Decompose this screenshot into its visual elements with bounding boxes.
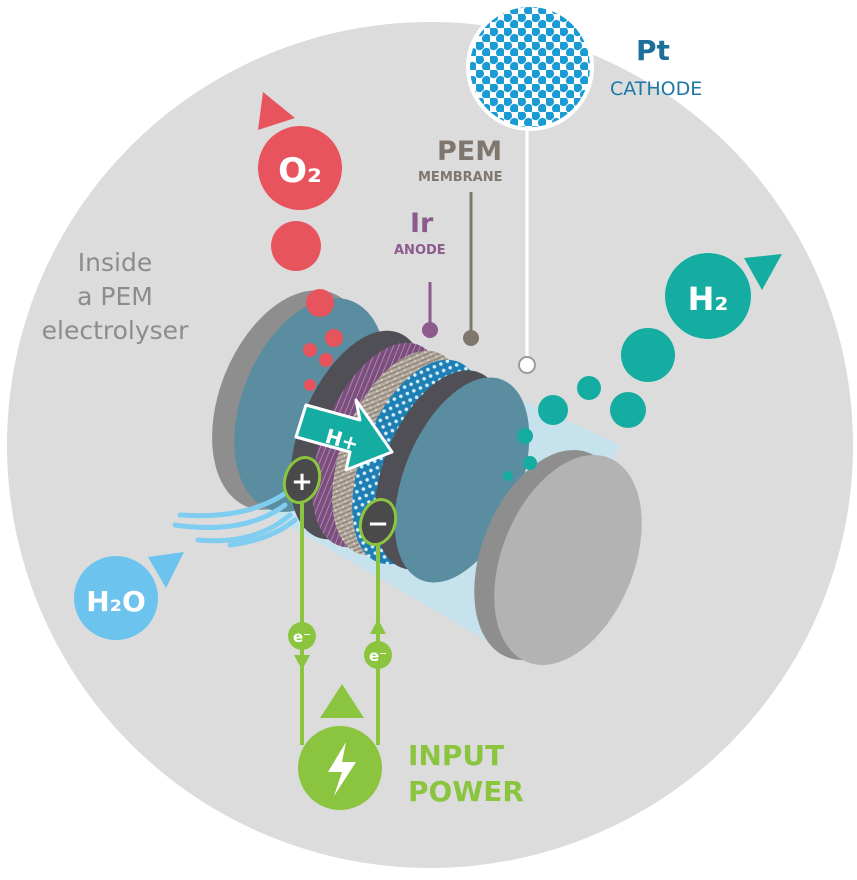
negative-label: − — [367, 509, 389, 539]
input-power-label: INPUT POWER — [408, 738, 524, 810]
oxygen-molecule: O₂ — [258, 92, 342, 210]
cell-stack — [290, 330, 530, 583]
title-line-2: a PEM — [77, 282, 153, 311]
cathode-label: CATHODE — [610, 78, 703, 100]
negative-terminal: − — [358, 498, 398, 546]
electron-left: e⁻ — [288, 622, 316, 670]
arrow-down-icon — [294, 655, 310, 670]
oxygen-bubbles — [271, 221, 343, 391]
triangle-up-icon — [320, 684, 364, 718]
svg-text:e⁻: e⁻ — [293, 628, 311, 646]
water-label: H₂O — [86, 585, 146, 618]
platinum-cathode-zoom — [466, 3, 594, 374]
input-power-line-1: INPUT — [408, 739, 505, 772]
anode-pointer — [422, 282, 438, 338]
anode-label: ANODE — [394, 243, 446, 258]
hydrogen-bubbles — [503, 328, 675, 481]
title-line-3: electrolyser — [41, 316, 189, 345]
diagram-title: Inside a PEM electrolyser — [40, 246, 190, 348]
water-inflow — [172, 487, 298, 548]
cathode-symbol: Pt — [636, 34, 670, 67]
svg-text:e⁻: e⁻ — [369, 647, 387, 665]
lightning-bolt-icon — [328, 742, 356, 796]
arrow-up-icon — [370, 619, 386, 634]
positive-terminal: + — [282, 456, 322, 504]
membrane-label: MEMBRANE — [418, 170, 503, 185]
proton-arrow: H+ — [294, 398, 394, 472]
hydrogen-label: H₂ — [688, 280, 729, 318]
membrane-symbol: PEM — [437, 136, 503, 167]
oxygen-label: O₂ — [278, 151, 322, 191]
arrow-right-icon — [294, 398, 394, 472]
anode-symbol: Ir — [410, 208, 434, 239]
input-power-line-2: POWER — [408, 775, 524, 808]
triangle-right-icon — [744, 254, 782, 290]
membrane-pointer — [463, 192, 479, 346]
right-end-plate — [474, 450, 642, 665]
triangle-up-icon — [258, 92, 295, 130]
power-source — [298, 684, 382, 810]
electron-right: e⁻ — [364, 619, 392, 669]
hydrogen-molecule: H₂ — [665, 253, 782, 339]
triangle-right-icon — [148, 552, 184, 588]
title-line-1: Inside — [77, 248, 153, 277]
positive-label: + — [291, 467, 313, 497]
water-molecule: H₂O — [74, 552, 184, 640]
